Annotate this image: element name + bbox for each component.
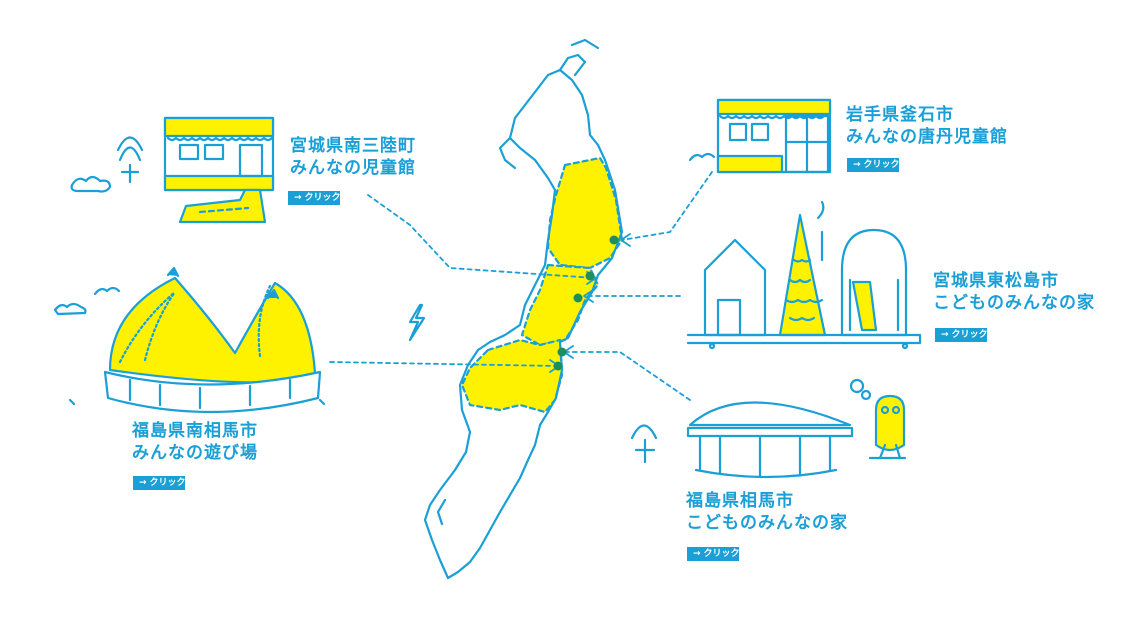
minamisoma-name-line2: みんなの遊び場 xyxy=(132,443,258,463)
kamaishi-click-button[interactable]: →クリック xyxy=(847,158,900,172)
minamisoma-building-illustration xyxy=(53,266,326,414)
minamisanriku-building-illustration xyxy=(70,116,275,224)
kamaishi-name-line1: 岩手県釜石市 xyxy=(846,105,954,125)
fukushima-highlight xyxy=(460,338,564,414)
marker-soma xyxy=(557,347,567,357)
lightning-icon xyxy=(408,303,426,342)
arrow-right-icon: → xyxy=(941,330,949,340)
connector-minamisoma xyxy=(329,361,559,367)
soma-click-button[interactable]: →クリック xyxy=(687,547,740,561)
tohoku-region-map xyxy=(423,38,624,580)
location-markers xyxy=(553,235,619,371)
marker-minamisoma xyxy=(553,361,563,371)
minamisanriku-name-line2: みんなの児童館 xyxy=(290,158,416,178)
minamisanriku-click-button[interactable]: →クリック xyxy=(288,191,341,205)
marker-minamisanriku xyxy=(585,271,595,281)
connector-soma xyxy=(564,351,691,401)
minamisanriku-label: 宮城県南三陸町 みんなの児童館 xyxy=(290,135,416,179)
higashimatsushima-building-illustration xyxy=(686,200,922,350)
higashimatsushima-click-button[interactable]: →クリック xyxy=(935,328,988,342)
minamisoma-label: 福島県南相馬市 みんなの遊び場 xyxy=(132,420,258,464)
kamaishi-name-line2: みんなの唐丹児童館 xyxy=(846,127,1008,147)
soma-label: 福島県相馬市 こどものみんなの家 xyxy=(686,490,848,534)
minamisoma-button-label: クリック xyxy=(149,478,186,488)
minamisanriku-button-label: クリック xyxy=(304,193,341,203)
marker-higashimatsushima xyxy=(573,293,583,303)
honshu-coastline xyxy=(423,68,624,580)
owl-icon xyxy=(868,394,907,460)
kamaishi-building-illustration xyxy=(688,98,832,174)
minamisoma-name-line1: 福島県南相馬市 xyxy=(132,421,258,441)
soma-name-line1: 福島県相馬市 xyxy=(686,491,794,511)
marker-kamaishi xyxy=(609,235,619,245)
soma-building-illustration xyxy=(630,378,907,479)
kamaishi-button-label: クリック xyxy=(863,160,900,170)
higashimatsushima-name-line2: こどものみんなの家 xyxy=(933,293,1095,313)
higashimatsushima-name-line1: 宮城県東松島市 xyxy=(933,271,1059,291)
arrow-right-icon: → xyxy=(294,193,302,203)
arrow-right-icon: → xyxy=(693,549,701,559)
connector-minamisanriku xyxy=(367,194,596,279)
minamisoma-click-button[interactable]: →クリック xyxy=(133,476,186,490)
kamaishi-label: 岩手県釜石市 みんなの唐丹児童館 xyxy=(846,104,1008,148)
arrow-right-icon: → xyxy=(139,478,147,488)
minamisanriku-name-line1: 宮城県南三陸町 xyxy=(290,136,416,156)
soma-button-label: クリック xyxy=(703,549,740,559)
connector-lines xyxy=(329,171,713,401)
higashimatsushima-button-label: クリック xyxy=(951,330,988,340)
connector-kamaishi xyxy=(621,171,713,241)
soma-name-line2: こどものみんなの家 xyxy=(686,513,848,533)
arrow-right-icon: → xyxy=(853,160,861,170)
higashimatsushima-label: 宮城県東松島市 こどものみんなの家 xyxy=(933,270,1095,314)
